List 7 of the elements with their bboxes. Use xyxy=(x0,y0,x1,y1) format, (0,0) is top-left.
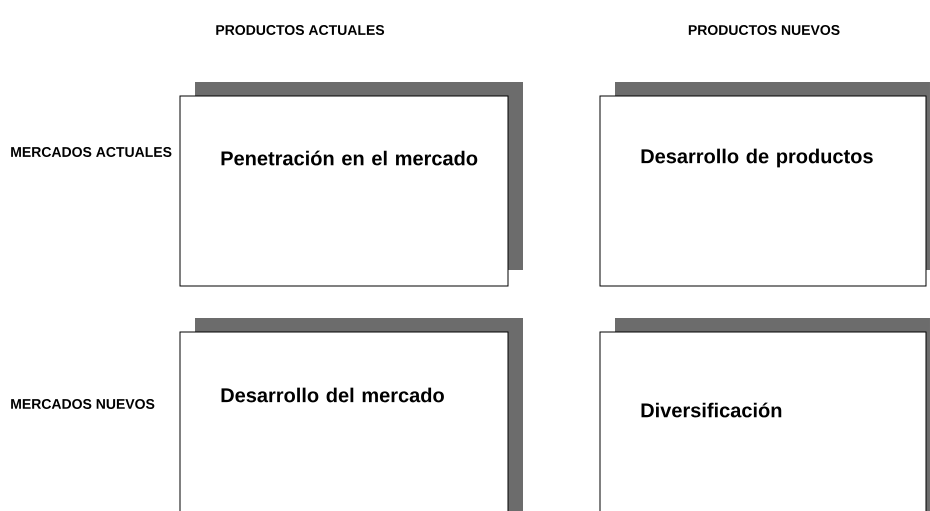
shadowed-box: Desarrollo de productos xyxy=(600,82,930,286)
header-label: MERCADOS NUEVOS xyxy=(11,399,154,409)
shadowed-box: Penetración en el mercado xyxy=(180,82,523,286)
header-label: PRODUCTOS ACTUALES xyxy=(216,25,384,35)
header-label: PRODUCTOS NUEVOS xyxy=(688,25,840,35)
shadowed-box: Desarrollo del mercado xyxy=(180,318,523,511)
shadowed-box: Diversificación xyxy=(600,318,930,511)
